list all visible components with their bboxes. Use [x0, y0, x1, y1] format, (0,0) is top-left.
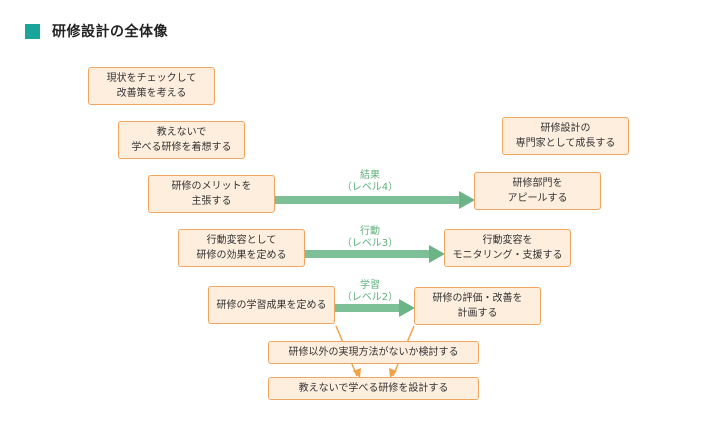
connector-right-head	[389, 368, 397, 378]
step-text: 教えないで学べる研修を設計する	[298, 383, 449, 394]
level2-arrow-shaft	[335, 304, 401, 312]
step-text: 研修の効果を定める	[196, 250, 287, 261]
step-box-right-2: 研修部門を アピールする	[474, 172, 601, 210]
level3-label: 行動 （レベル3）	[342, 226, 398, 250]
level4-arrow-shaft	[275, 196, 461, 204]
step-text: 行動変容を	[482, 235, 533, 246]
step-box-left-2: 教えないで 学べる研修を着想する	[118, 121, 245, 159]
step-box-right-1: 研修設計の 専門家として成長する	[502, 117, 629, 155]
step-box-bottom-1: 研修以外の実現方法がないか検討する	[268, 341, 479, 364]
step-text: 現状をチェックして	[106, 73, 197, 84]
page-title-wrap: 研修設計の全体像	[25, 22, 168, 40]
level-name: 結果	[360, 170, 380, 181]
step-text: 学べる研修を着想する	[131, 142, 232, 153]
step-text: 研修のメリットを	[171, 181, 252, 192]
connector-left-head	[353, 368, 361, 378]
level3-arrow-head	[429, 245, 445, 263]
step-text: 研修の評価・改善を	[432, 293, 523, 304]
step-text: 行動変容として	[206, 235, 277, 246]
page-title: 研修設計の全体像	[52, 24, 168, 40]
step-text: 研修の学習成果を定める	[216, 299, 327, 311]
step-box-bottom-2: 教えないで学べる研修を設計する	[268, 377, 479, 400]
level2-arrow-head	[399, 299, 415, 317]
step-text: 教えないで	[156, 127, 207, 138]
step-box-right-3: 行動変容を モニタリング・支援する	[444, 229, 571, 267]
step-text: 主張する	[191, 196, 232, 207]
level-name: 学習	[360, 280, 380, 291]
level3-arrow-shaft	[305, 250, 431, 258]
level2-label: 学習 （レベル2）	[342, 280, 398, 304]
step-text: アピールする	[507, 193, 568, 204]
level-sub: （レベル4）	[341, 182, 399, 193]
step-text: 計画する	[457, 308, 498, 319]
step-box-right-4: 研修の評価・改善を 計画する	[414, 287, 541, 325]
step-box-left-3: 研修のメリットを 主張する	[148, 175, 275, 213]
step-box-left-1: 現状をチェックして 改善策を考える	[88, 67, 215, 105]
step-box-left-4: 行動変容として 研修の効果を定める	[178, 229, 305, 267]
step-text: 研修設計の	[540, 123, 591, 134]
step-text: モニタリング・支援する	[452, 250, 563, 261]
step-box-left-5: 研修の学習成果を定める	[208, 286, 335, 324]
step-text: 専門家として成長する	[515, 138, 616, 149]
level-sub: （レベル2）	[341, 292, 399, 303]
title-marker	[25, 23, 40, 39]
step-text: 研修以外の実現方法がないか検討する	[288, 347, 459, 358]
level4-label: 結果 （レベル4）	[342, 170, 398, 194]
step-text: 改善策を考える	[116, 88, 187, 99]
level-sub: （レベル3）	[341, 238, 399, 249]
step-text: 研修部門を	[512, 178, 563, 189]
level4-arrow-head	[459, 191, 475, 209]
level-name: 行動	[360, 226, 380, 237]
